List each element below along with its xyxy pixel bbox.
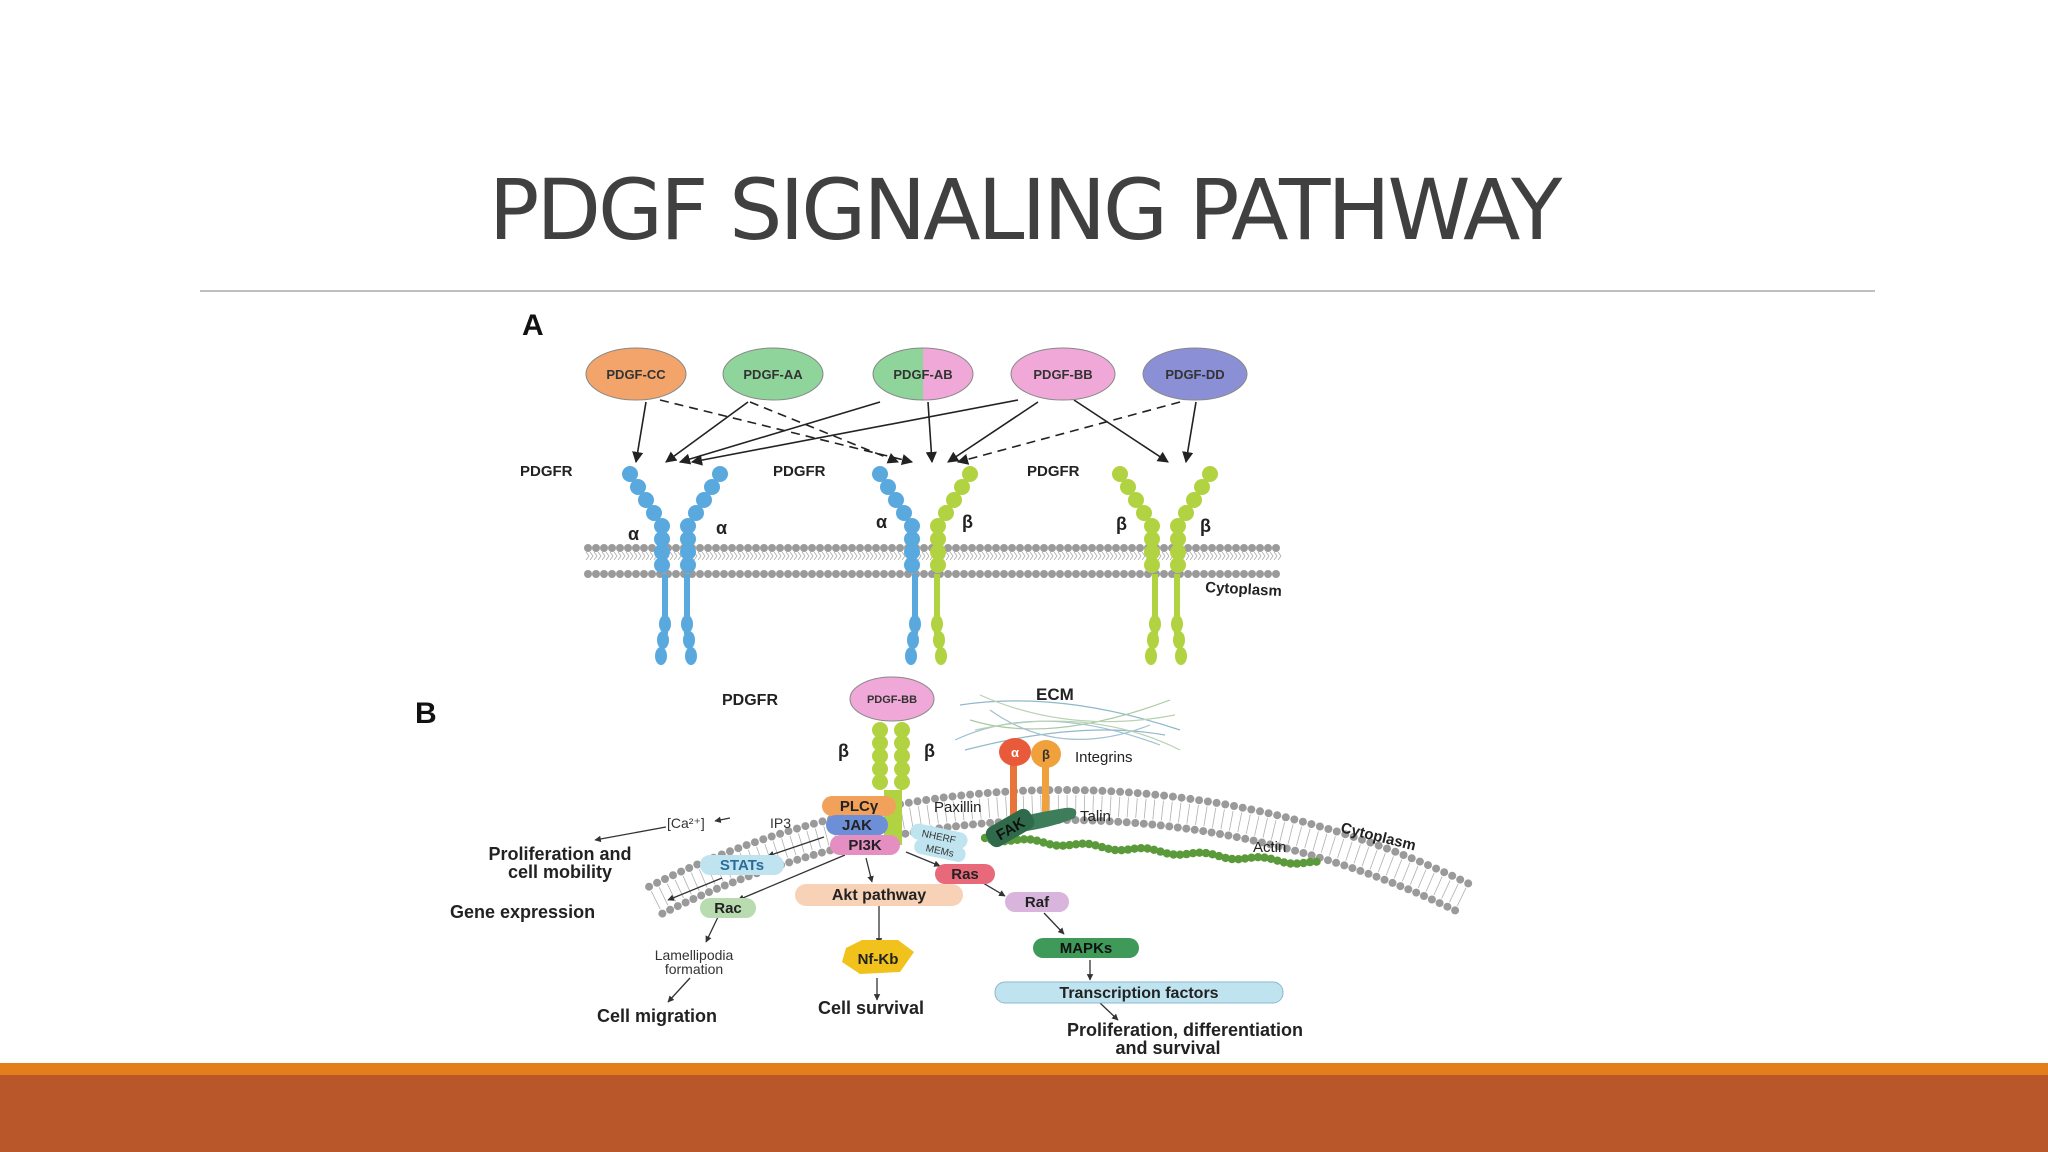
svg-text:Rac: Rac (714, 900, 742, 917)
outcome-cell-survival: Cell survival (818, 998, 924, 1018)
svg-text:JAK: JAK (842, 817, 872, 834)
stats-node: STATs (700, 855, 784, 875)
chain-label: α (716, 518, 727, 538)
nfkb-node: Nf-Kb (842, 940, 914, 974)
ligand-label: PDGF-AA (743, 367, 803, 382)
receptor-label: PDGFR (773, 463, 826, 480)
outcome-final-2: and survival (1115, 1038, 1220, 1058)
svg-text:Raf: Raf (1025, 894, 1050, 911)
chain-label: β (1200, 516, 1211, 536)
ligand-label: PDGF-DD (1165, 367, 1224, 382)
panel-a-label: A (522, 309, 544, 342)
pdgfr-label-b: PDGFR (722, 692, 778, 709)
svg-text:Nf-Kb: Nf-Kb (858, 951, 899, 968)
outcome-lamellipodia-2: formation (665, 961, 723, 977)
mems-node: MEMs (914, 839, 966, 862)
outcome-lamellipodia: Lamellipodia (655, 947, 734, 963)
ecm-label: ECM (1036, 685, 1074, 704)
receptor-label: PDGFR (520, 463, 573, 480)
calcium-label: [Ca²⁺] (667, 815, 705, 831)
ip3-label: IP3 (770, 815, 791, 831)
rac-node: Rac (700, 898, 756, 918)
svg-text:α: α (1011, 745, 1019, 760)
outcome-gene-expression: Gene expression (450, 902, 595, 922)
outcome-proliferation: Proliferation and (488, 844, 631, 864)
panel-b-arrows (594, 816, 1119, 1021)
outcome-proliferation-2: cell mobility (508, 862, 612, 882)
pi3k-node: PI3K (830, 835, 900, 855)
chain-label: α (876, 512, 887, 532)
outcome-cell-migration: Cell migration (597, 1006, 717, 1026)
jak-node: JAK (826, 815, 888, 835)
footer-band (0, 1075, 2048, 1152)
svg-text:Akt pathway: Akt pathway (832, 887, 926, 904)
svg-text:MAPKs: MAPKs (1060, 940, 1113, 957)
chain-label: β (1116, 514, 1127, 534)
svg-text:PDGF-BB: PDGF-BB (867, 694, 917, 706)
ligand-label: PDGF-CC (606, 367, 666, 382)
chain-label: β (924, 741, 935, 761)
integrin-dimer: α β (999, 738, 1061, 820)
svg-text:Ras: Ras (951, 866, 979, 883)
outcome-final: Proliferation, differentiation (1067, 1020, 1303, 1040)
ecm-fibres (954, 694, 1181, 751)
transcription-factors-node: Transcription factors (994, 981, 1284, 1004)
chain-label: β (962, 512, 973, 532)
mapks-node: MAPKs (1033, 938, 1139, 958)
chain-label: α (628, 524, 639, 544)
receptor-label: PDGFR (1027, 463, 1080, 480)
cytoplasm-label-a: Cytoplasm (1205, 579, 1282, 600)
slide-title: PDGF SIGNALING PATHWAY (488, 161, 1563, 259)
ligand-pdgf-cc: PDGF-CC (585, 347, 687, 401)
svg-text:PI3K: PI3K (848, 837, 882, 854)
paxillin-label: Paxillin (934, 799, 982, 816)
svg-text:Transcription factors: Transcription factors (1059, 985, 1218, 1002)
title-divider (200, 290, 1875, 292)
integrins-label: Integrins (1075, 749, 1133, 766)
talin-label: Talin (1080, 808, 1111, 825)
panel-b-label: B (415, 697, 437, 730)
plc-gamma-node: PLCγ (822, 796, 896, 816)
ligand-label: PDGF-BB (1033, 367, 1092, 382)
raf-node: Raf (1005, 892, 1069, 912)
svg-text:β: β (1042, 747, 1050, 762)
ligand-pdgf-bb: PDGF-BB (1010, 347, 1116, 401)
actin-filament (980, 833, 1321, 868)
panel-a-arrows (632, 399, 1197, 466)
akt-pathway-node: Akt pathway (795, 884, 963, 906)
ligand-label: PDGF-AB (893, 367, 952, 382)
receptor-dimers (622, 466, 1218, 665)
ligand-pdgf-dd: PDGF-DD (1142, 347, 1248, 401)
svg-text:PLCγ: PLCγ (840, 798, 879, 815)
actin-label: Actin (1253, 839, 1286, 856)
ligand-pdgf-ab: PDGF-AB (872, 347, 974, 401)
ligand-pdgf-bb-b: PDGF-BB (849, 676, 935, 722)
chain-label: β (838, 741, 849, 761)
svg-text:STATs: STATs (720, 857, 764, 874)
footer-accent-bar (0, 1063, 2048, 1075)
pdgfr-beta-dimer (872, 722, 910, 845)
ligand-pdgf-aa: PDGF-AA (722, 347, 824, 401)
ras-node: Ras (935, 864, 995, 884)
